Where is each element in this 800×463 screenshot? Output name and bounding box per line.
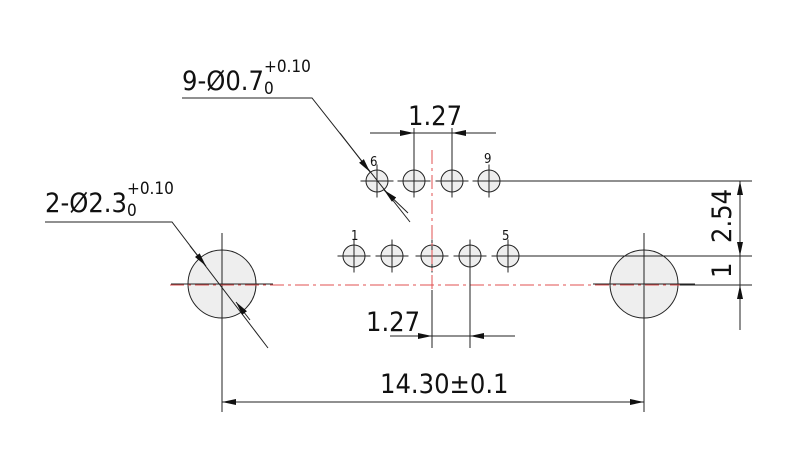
overall-length-label: 14.30±0.1	[380, 369, 509, 400]
large-hole-callout: 2-Ø2.3	[45, 188, 127, 219]
offset-label: 1	[707, 263, 738, 278]
pitch-bottom-label: 1.27	[366, 307, 420, 338]
large-hole-lower-tolerance: 0	[127, 201, 137, 221]
large-hole-upper-tolerance: +0.10	[127, 179, 174, 199]
pitch-top-label: 1.27	[408, 101, 462, 132]
small-hole-callout: 9-Ø0.7	[182, 66, 264, 97]
dimension-lines	[45, 97, 752, 412]
centerlines	[170, 150, 700, 290]
pin-label-1: 1	[351, 229, 358, 244]
small-hole-lower-tolerance: 0	[264, 79, 274, 99]
small-hole-upper-tolerance: +0.10	[264, 57, 311, 77]
row-spacing-label: 2.54	[707, 189, 738, 243]
pin-label-5: 5	[502, 229, 509, 244]
pin-label-9: 9	[484, 152, 491, 167]
pin-label-6: 6	[370, 155, 377, 170]
